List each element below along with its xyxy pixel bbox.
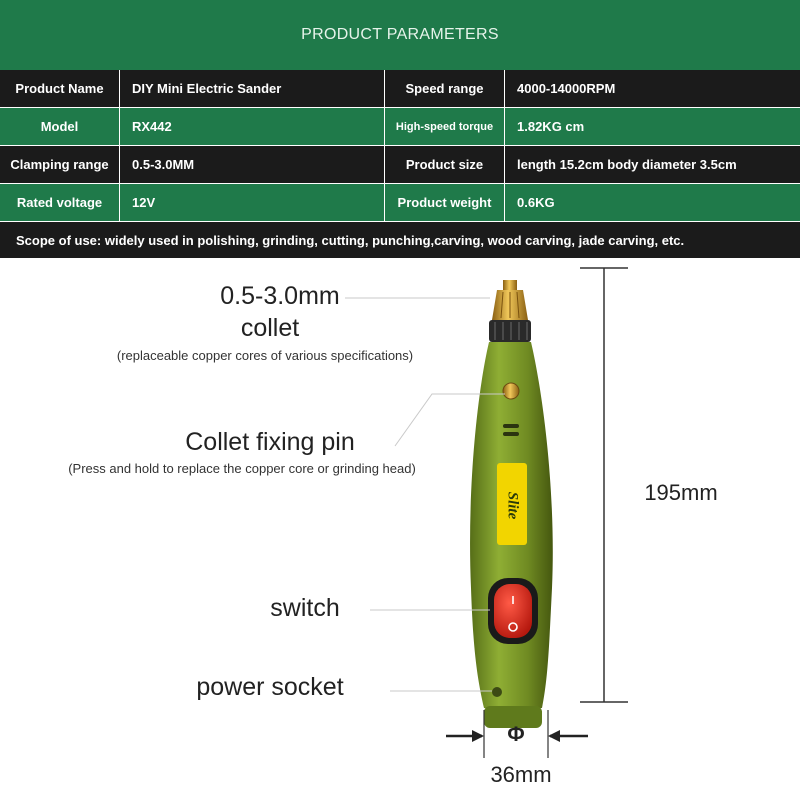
collet-note: (replaceable copper cores of various spe… (116, 348, 414, 363)
spec-value: 1.82KG cm (517, 119, 585, 134)
spec-label: Model (0, 108, 120, 145)
spec-label: Product weight (385, 184, 505, 221)
spec-row: Clamping range 0.5-3.0MM Product size le… (0, 146, 800, 184)
spec-row: Product Name DIY Mini Electric Sander Sp… (0, 70, 800, 108)
tool-illustration (345, 267, 628, 758)
pin-label: Collet fixing pin (185, 428, 355, 456)
spec-label: Product size (385, 146, 505, 183)
spec-value: 12V (120, 184, 385, 221)
diameter-symbol: Φ (507, 723, 525, 746)
spec-label: High-speed torque (385, 108, 505, 145)
spec-table: Product Name DIY Mini Electric Sander Sp… (0, 70, 800, 258)
collet-label: collet (240, 314, 300, 342)
brand-label: Slite (497, 464, 527, 546)
power-socket-label: power socket (196, 673, 344, 701)
pin-note: (Press and hold to replace the copper co… (68, 461, 416, 476)
spec-value: RX442 (120, 108, 385, 145)
page-header: PRODUCT PARAMETERS (0, 0, 800, 70)
spec-value: 0.6KG (517, 195, 555, 210)
switch-label: switch (270, 594, 340, 622)
length-dimension: 195mm (644, 480, 718, 505)
spec-value: 4000-14000RPM (517, 81, 616, 96)
spec-label: Speed range (385, 70, 505, 107)
collet-part (492, 280, 528, 320)
spec-value: length 15.2cm body diameter 3.5cm (517, 157, 737, 172)
spec-label: Product Name (0, 70, 120, 107)
spec-label: Clamping range (0, 146, 120, 183)
spec-value: 0.5-3.0MM (120, 146, 385, 183)
collet-size-label: 0.5-3.0mm (220, 282, 340, 310)
diameter-dimension: 36mm (490, 762, 552, 787)
spec-label: Rated voltage (0, 184, 120, 221)
spec-value: DIY Mini Electric Sander (120, 70, 385, 107)
collet-nut (489, 320, 531, 342)
scope-of-use: Scope of use: widely used in polishing, … (0, 222, 800, 258)
spec-row: Model RX442 High-speed torque 1.82KG cm (0, 108, 800, 146)
brand-text: Slite (504, 491, 521, 519)
spec-row: Rated voltage 12V Product weight 0.6KG (0, 184, 800, 222)
header-title: PRODUCT PARAMETERS (301, 26, 499, 43)
product-diagram: 0.5-3.0mm collet (replaceable copper cor… (0, 258, 800, 800)
